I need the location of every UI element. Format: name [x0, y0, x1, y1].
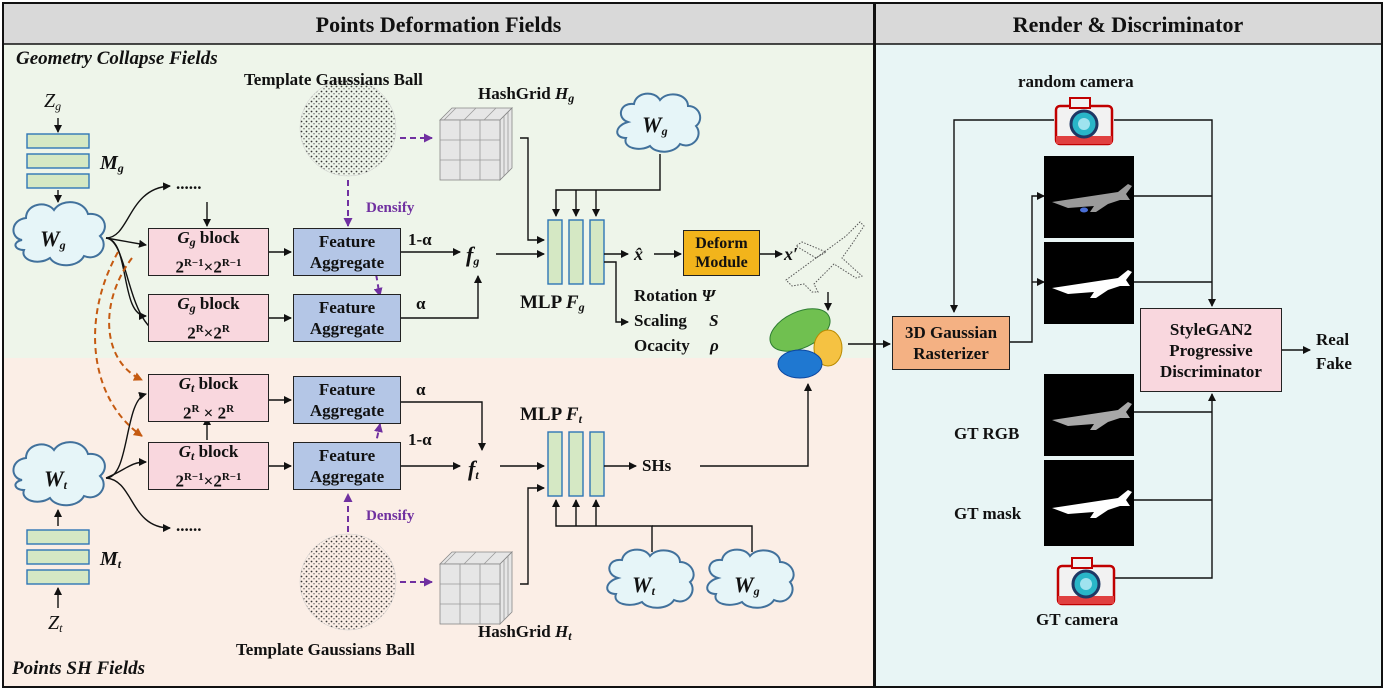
mlp-g-label: MLP Fg — [520, 292, 585, 314]
f-g-label: fg — [466, 242, 480, 268]
left-title-bar — [4, 4, 873, 44]
mg-layer-1 — [26, 133, 90, 149]
template-ball-label-t: Template Gaussians Ball — [236, 640, 415, 659]
gt-mask-label: GT mask — [954, 504, 1022, 523]
gt-camera-label: GT camera — [1036, 610, 1119, 629]
hashgrid-cube-icon — [439, 551, 513, 625]
mlp-t-label: MLP Ft — [520, 404, 582, 426]
alpha-g: α — [416, 294, 426, 313]
mt-layer-2 — [26, 549, 90, 565]
cloud-icon — [12, 441, 106, 507]
airplane-icon — [1052, 402, 1132, 430]
airplane-icon — [785, 221, 865, 293]
gt-rgb-label: GT RGB — [954, 424, 1020, 443]
w-g-cloud-label: Wg — [40, 226, 66, 252]
one-minus-alpha-g: 1-α — [408, 230, 432, 249]
hashgrid-cube-icon — [439, 107, 513, 181]
scaling-label: Scaling S — [634, 311, 719, 330]
mg-layer-3 — [26, 173, 90, 189]
real-label: Real — [1316, 330, 1350, 349]
hashgrid-t-label: HashGrid Ht — [478, 622, 572, 643]
mlp-g-layer-3 — [589, 219, 605, 285]
mlp-t-layer-3 — [589, 431, 605, 497]
sphere-points-icon — [299, 79, 397, 177]
shs-label: SHs — [642, 456, 672, 475]
sphere-points-icon — [299, 533, 397, 631]
densify-t-label: Densify — [366, 508, 415, 524]
z-g-label: Zg — [44, 90, 62, 113]
mg-layer-2 — [26, 153, 90, 169]
airplane-icon — [1052, 270, 1132, 298]
t-block-2: Gt block 2R−1×2R−1 — [148, 442, 269, 490]
m-t-label: Mt — [100, 548, 122, 571]
hashgrid-g-label: HashGrid Hg — [478, 84, 575, 105]
sh-region-label: Points SH Fields — [12, 658, 146, 679]
cloud-icon — [706, 548, 795, 609]
random-camera-label: random camera — [1018, 72, 1134, 91]
camera-icon — [1054, 97, 1114, 146]
texture-dots: ...... — [176, 516, 202, 535]
z-t-label: Zt — [48, 612, 63, 635]
g-block-2: Gg block 2R×2R — [148, 294, 269, 342]
x-hat-label: x̂ — [634, 244, 643, 264]
airplane-icon — [1052, 184, 1132, 213]
w-g-cloud-small-label: Wg — [734, 572, 760, 598]
cloud-icon — [616, 92, 702, 153]
mlp-t-layer-1 — [547, 431, 563, 497]
f-t-label: ft — [468, 456, 479, 482]
alpha-t: α — [416, 380, 426, 399]
gaussian-ellipsoids-icon — [769, 308, 843, 379]
geometry-region-label: Geometry Collapse Fields — [16, 48, 218, 69]
w-t-cloud-label: Wt — [44, 466, 67, 492]
cloud-icon — [12, 201, 106, 267]
w-t-cloud-small-label: Wt — [632, 572, 655, 598]
template-ball-label-g: Template Gaussians Ball — [244, 70, 423, 89]
rotation-label: Rotation Ψ — [634, 286, 716, 305]
cloud-icon — [606, 548, 695, 609]
fake-label: Fake — [1316, 354, 1352, 373]
right-panel-title: Render & Discriminator — [1012, 12, 1244, 37]
opacity-label: Ocacity ρ — [634, 336, 719, 355]
g-block-1: Gg block 2R−1×2R−1 — [148, 228, 269, 276]
mt-layer-3 — [26, 569, 90, 585]
right-title-bar — [875, 4, 1381, 44]
t-block-1: Gt block 2R × 2R — [148, 374, 269, 422]
right-frame — [874, 2, 1383, 688]
camera-icon — [1056, 557, 1116, 606]
mlp-g-layer-2 — [568, 219, 584, 285]
left-panel-title: Points Deformation Fields — [315, 12, 562, 37]
x-prime-label: x′ — [784, 244, 799, 264]
w-g-small-cloud-label: Wg — [642, 112, 668, 138]
mt-layer-1 — [26, 529, 90, 545]
airplane-icon — [1052, 490, 1132, 518]
mlp-g-layer-1 — [547, 219, 563, 285]
m-g-label: Mg — [100, 152, 124, 175]
mlp-t-layer-2 — [568, 431, 584, 497]
densify-g-label: Densify — [366, 200, 415, 216]
geometry-dots: ...... — [176, 174, 202, 193]
one-minus-alpha-t: 1-α — [408, 430, 432, 449]
